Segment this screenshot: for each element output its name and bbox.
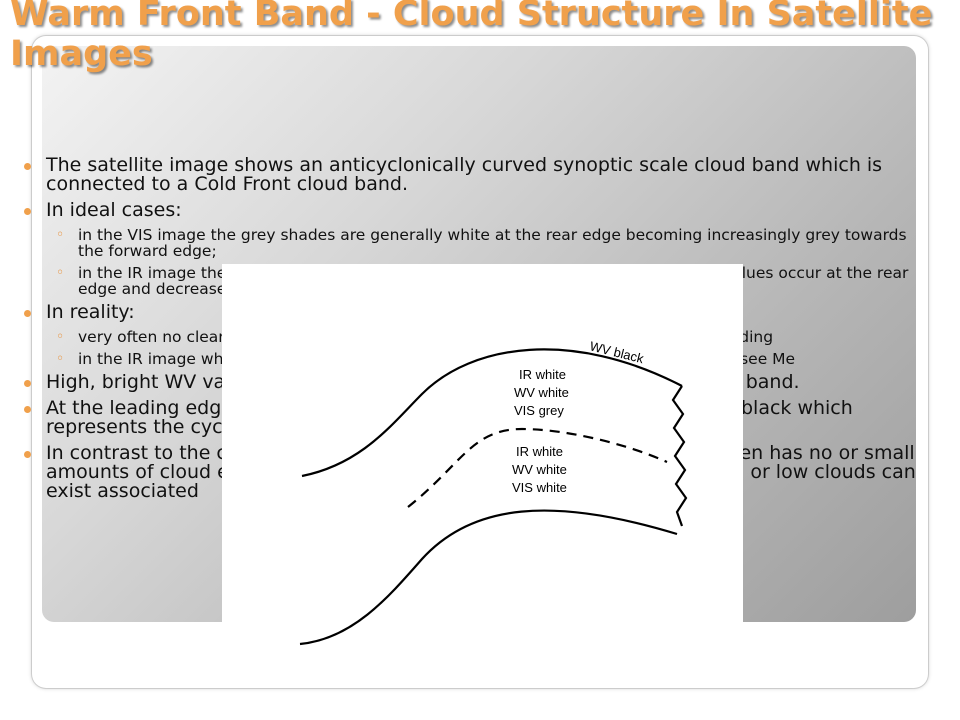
bullet-item: The satellite image shows an anticycloni… [22, 156, 922, 194]
wv-black-label: WV black [588, 338, 645, 366]
upper-band-edge [301, 348, 683, 478]
scalloped-leading-edge [671, 385, 688, 527]
bullet-item: In reality: [22, 303, 922, 322]
diagram-svg: WV black IR white WV white VIS grey IR w… [299, 338, 688, 646]
dashed-layer-boundary [407, 427, 668, 508]
lower-wv-label: WV white [512, 462, 567, 477]
upper-ir-label: IR white [519, 367, 566, 382]
subbullet-marker: ◦ [56, 351, 65, 367]
subbullet-marker: ◦ [56, 227, 65, 243]
subbullet-item: ◦ in the VIS image the grey shades are g… [22, 227, 922, 259]
upper-wv-label: WV white [514, 385, 569, 400]
subbullet-marker: ◦ [56, 265, 65, 281]
bullet-item: In ideal cases: [22, 201, 922, 220]
warm-front-diagram: WV black IR white WV white VIS grey IR w… [222, 264, 743, 684]
lower-vis-label: VIS white [512, 480, 567, 495]
lower-ir-label: IR white [516, 444, 563, 459]
subbullet-marker: ◦ [56, 329, 65, 345]
subbullet-text: in the VIS image the grey shades are gen… [78, 226, 907, 260]
upper-vis-label: VIS grey [514, 403, 564, 418]
slide-title: Warm Front Band - Cloud Structure In Sat… [10, 0, 933, 74]
lower-band-edge [299, 509, 678, 646]
